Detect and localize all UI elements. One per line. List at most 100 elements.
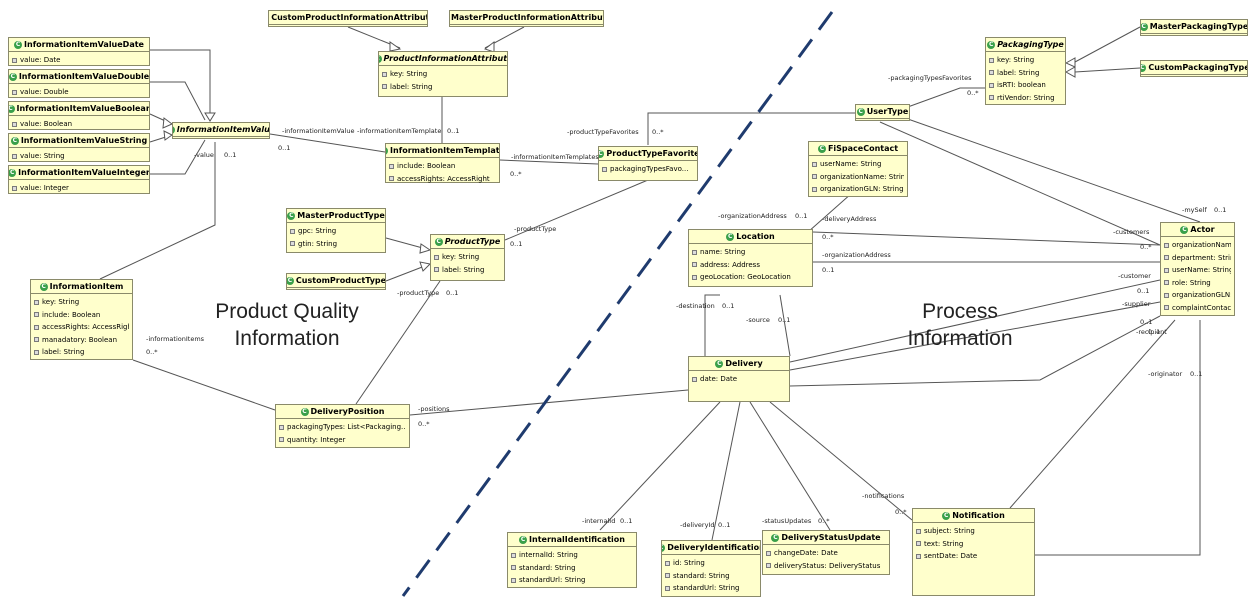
class-attribute: address: Address xyxy=(692,259,809,272)
class-attributes xyxy=(450,25,603,29)
label-info-item-templates-mult: 0..* xyxy=(510,170,522,178)
class-icon: C xyxy=(9,168,17,177)
class-attribute: role: String xyxy=(1164,277,1231,290)
label-delivery-address-role: -deliveryAddress xyxy=(822,215,877,223)
class-attribute: subject: String xyxy=(916,525,1031,538)
class-attributes xyxy=(269,25,427,29)
class-custom-packaging-type[interactable]: CCustomPackagingType xyxy=(1140,60,1248,77)
label-customer-mult: 0..1 xyxy=(1137,287,1150,295)
class-icon: C xyxy=(1141,22,1148,31)
class-icon: C xyxy=(10,136,19,145)
class-info-item-template[interactable]: CInformationItemTemplateinclude: Boolean… xyxy=(385,143,500,183)
attribute-text: label: String xyxy=(390,82,433,91)
label-originator-mult: 0..1 xyxy=(1190,370,1203,378)
region-heading-left-line2: Information xyxy=(234,327,340,350)
attribute-text: date: Date xyxy=(700,375,738,383)
attribute-text: subject: String xyxy=(924,527,975,535)
class-icon: C xyxy=(173,125,175,134)
label-positions-mult: 0..* xyxy=(418,420,430,428)
class-attributes: packagingTypesFavo... xyxy=(599,161,697,178)
assoc-delivery-actor-recipient xyxy=(789,315,1161,387)
private-field-icon xyxy=(916,553,921,559)
class-icon: C xyxy=(1180,225,1189,234)
class-name: InformationItemValue xyxy=(176,125,269,134)
class-attributes: date: Date xyxy=(689,371,789,388)
class-master-pia[interactable]: CMasterProductInformationAttribute xyxy=(449,10,604,27)
class-attribute: standard: String xyxy=(511,562,633,575)
class-custom-pia[interactable]: CCustomProductInformationAttribute xyxy=(268,10,428,27)
private-field-icon xyxy=(1164,305,1169,311)
class-attribute: label: String xyxy=(34,346,129,359)
class-delivery-identification[interactable]: CDeliveryIdentificationid: Stringstandar… xyxy=(661,540,761,597)
class-product-type-favorite[interactable]: CProductTypeFavoritepackagingTypesFavo..… xyxy=(598,146,698,181)
class-attribute: id: String xyxy=(665,557,757,570)
attribute-text: userName: String xyxy=(1172,266,1231,274)
class-attribute: userName: String xyxy=(1164,264,1231,277)
private-field-icon xyxy=(382,84,387,90)
class-name: FiSpaceContact xyxy=(827,144,899,153)
private-field-icon xyxy=(389,163,394,169)
class-attribute: accessRights: AccessRight xyxy=(34,321,129,334)
label-source-role: -source xyxy=(746,316,770,324)
label-myself-mult: 0..1 xyxy=(1214,206,1227,214)
region-heading-product-quality: Product Quality Information xyxy=(192,298,382,352)
class-product-info-attribute[interactable]: CProductInformationAttributekey: Stringl… xyxy=(378,51,508,97)
assoc-item-value xyxy=(99,142,216,280)
label-delivery-id-role: -deliveryId xyxy=(680,521,715,529)
class-name: UserType xyxy=(866,107,909,116)
class-actor[interactable]: CActororganizationName: Stringdepartment… xyxy=(1160,222,1235,316)
label-actor-org-address-mult: 0..1 xyxy=(822,266,835,274)
attribute-text: standardUrl: String xyxy=(519,576,586,584)
assoc-position-item xyxy=(132,359,276,411)
private-field-icon xyxy=(812,174,817,180)
private-field-icon xyxy=(12,153,17,159)
label-information-items-mult: 0..* xyxy=(146,348,158,356)
class-attribute: packagingTypesFavo... xyxy=(602,163,694,176)
class-attribute: label: String xyxy=(989,67,1062,80)
private-field-icon xyxy=(279,437,284,443)
private-field-icon xyxy=(34,299,39,305)
assoc-delivery-location-src xyxy=(779,294,791,357)
label-destination-role: -destination xyxy=(676,302,715,310)
private-field-icon xyxy=(812,161,817,167)
class-name: Delivery xyxy=(725,359,763,368)
attribute-text: geoLocation: GeoLocation xyxy=(700,273,791,281)
private-field-icon xyxy=(34,312,39,318)
attribute-text: label: String xyxy=(997,68,1040,77)
class-name: CustomProductType xyxy=(295,276,385,285)
attribute-text: organizationGLN: String xyxy=(820,185,904,193)
private-field-icon xyxy=(12,89,17,95)
attribute-text: packagingTypesFavo... xyxy=(610,165,689,173)
class-attributes xyxy=(856,119,909,123)
class-attribute: packagingTypes: List<Packaging... xyxy=(279,421,406,434)
label-info-item-value-role: -informationItemValue xyxy=(282,127,355,135)
class-info-value-boolean[interactable]: CInformationItemValueBooleanvalue: Boole… xyxy=(8,101,150,130)
label-org-address-mult: 0..1 xyxy=(795,212,808,220)
